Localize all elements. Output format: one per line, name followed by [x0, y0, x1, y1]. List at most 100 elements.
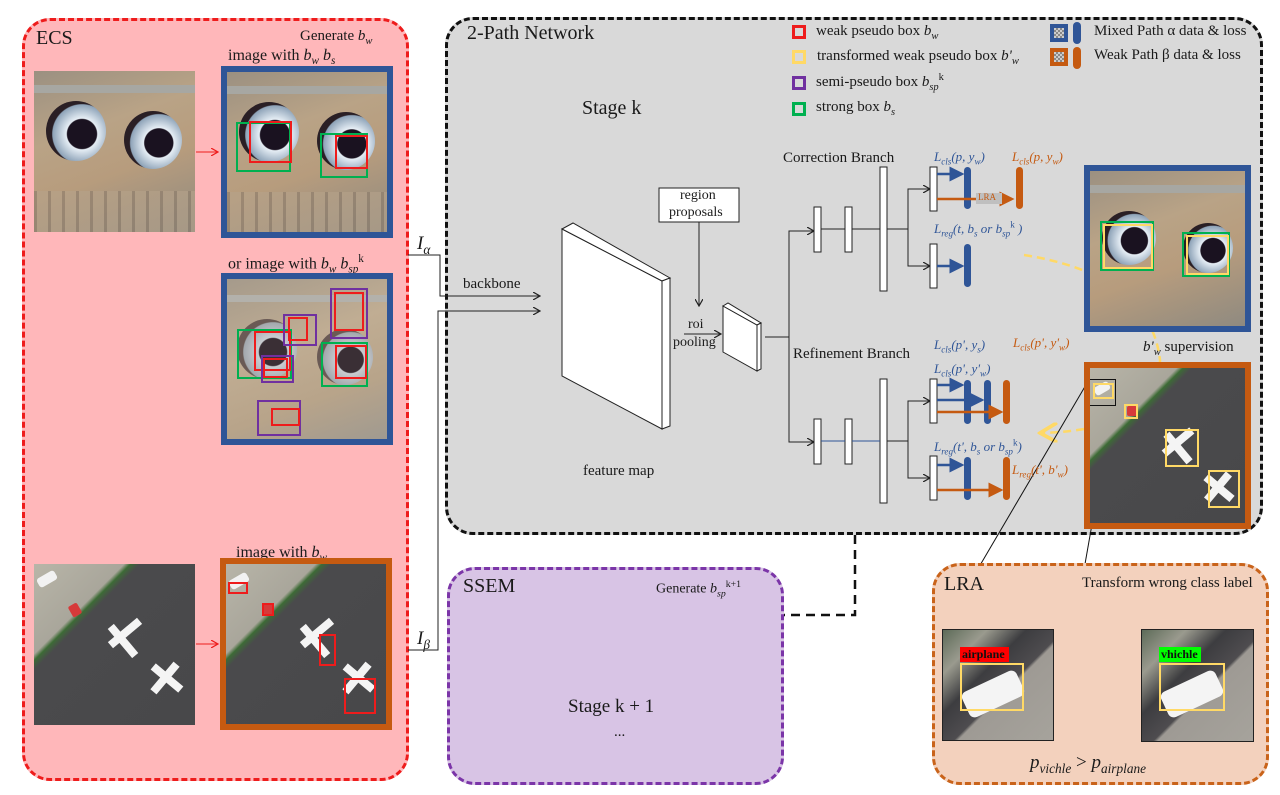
loss-bar-blue	[964, 457, 971, 500]
loss-ref-reg-blue: Lreg(t', bs or bspk)	[934, 438, 1022, 457]
i-alpha-connector	[408, 254, 540, 296]
ssem-panel	[447, 567, 784, 785]
diagram-shape	[907, 189, 930, 229]
diagram-shape	[661, 277, 671, 430]
ecs-generate-label: Generate bw	[300, 28, 373, 47]
supervision-label: b'w supervision	[1143, 339, 1234, 358]
loss-corr-cls-blue: Lcls(p, yw)	[934, 149, 985, 167]
diagram-shape	[907, 401, 930, 441]
diagram-shape	[907, 229, 930, 266]
weak-pseudo-box	[344, 678, 376, 714]
weak-pseudo-box	[288, 317, 308, 341]
satellite-image-airport-original	[34, 564, 195, 725]
transformed-weak-box	[1159, 663, 1225, 711]
weak-pseudo-box	[254, 331, 291, 371]
label-vhichle: vhichle	[1159, 647, 1201, 662]
correction-fc-1	[813, 206, 822, 253]
legend-label-transformed: transformed weak pseudo box b'w	[817, 48, 1019, 67]
legend-swatch-weak	[792, 25, 806, 39]
lra-after-image: vhichle	[1141, 629, 1254, 742]
loss-ref-cls-blue-2: Lcls(p', y'w)	[934, 361, 991, 379]
loss-ref-cls-blue-1: Lcls(p', ys)	[934, 337, 986, 355]
correction-reg-head	[929, 243, 938, 289]
i-beta-label: Iβ	[417, 628, 430, 652]
weak-pseudo-box	[271, 408, 300, 426]
label-airplane: airplane	[960, 647, 1009, 662]
weak-pseudo-box	[319, 634, 336, 666]
loss-bar-blue	[984, 380, 991, 424]
diagram-shape	[788, 337, 814, 442]
correction-cls-head	[929, 166, 938, 212]
weak-pseudo-box	[334, 292, 364, 331]
loss-bar-blue	[964, 244, 971, 287]
ssem-generate-label: Generate bspk+1	[656, 579, 742, 600]
correction-fc-2	[844, 206, 853, 253]
satellite-image-towers-original	[34, 71, 195, 232]
feature-map-front	[561, 228, 663, 430]
loss-bar-blue	[964, 167, 971, 209]
lra-before-image: airplane	[942, 629, 1054, 741]
weak-pseudo-box	[263, 358, 288, 378]
feature-map-label: feature map	[583, 463, 655, 479]
strong-box	[1100, 221, 1154, 271]
network-title: 2-Path Network	[467, 22, 595, 44]
roi-pooling-line2: pooling	[673, 335, 716, 350]
legend-weak-path: Weak Path β data & loss	[1094, 47, 1241, 63]
ssem-ellipsis: ...	[614, 724, 626, 740]
semi-pseudo-box	[261, 355, 294, 383]
loss-corr-cls-orange: Lcls(p, yw)	[1012, 149, 1063, 167]
region-proposals-line2: proposals	[669, 205, 723, 220]
legend-swatch-strong	[792, 102, 806, 116]
refinement-cls-head	[929, 378, 938, 424]
ecs-image1-caption: image with bw bs	[228, 47, 336, 68]
semi-pseudo-box	[257, 400, 301, 436]
satellite-image-airport-supervision	[1090, 368, 1245, 523]
strong-box	[321, 342, 368, 387]
refinement-branch-label: Refinement Branch	[793, 346, 911, 362]
mixed-path-loss-icon	[1073, 22, 1081, 44]
ssem-title: SSEM	[463, 575, 516, 597]
zoom-region	[1090, 379, 1116, 406]
i-alpha-label: Iα	[417, 233, 431, 257]
strong-box	[1182, 232, 1230, 277]
legend-label-strong: strong box bs	[816, 99, 896, 118]
backbone-label: backbone	[463, 276, 521, 292]
satellite-image-towers-bw-bs	[227, 72, 387, 232]
correction-fc-3	[879, 166, 888, 292]
diagram-shape	[756, 322, 762, 372]
legend-swatch-semi	[792, 76, 806, 90]
transformed-weak-box	[1103, 224, 1153, 269]
loss-corr-reg-blue: Lreg(t, bs or bspk )	[934, 220, 1023, 239]
region-proposals-line1: region	[680, 188, 716, 203]
lra-title: LRA	[944, 573, 984, 595]
transformed-weak-box	[960, 663, 1024, 711]
strong-box	[237, 329, 292, 379]
i-beta-connector	[408, 311, 540, 651]
weak-path-loss-icon	[1073, 47, 1081, 69]
correction-branch-label: Correction Branch	[783, 150, 895, 166]
weak-path-data-icon	[1050, 48, 1068, 66]
refinement-fc-3	[879, 378, 888, 504]
weak-pseudo-box	[335, 135, 368, 169]
loss-ref-cls-orange: Lcls(p', y'w)	[1013, 335, 1070, 353]
legend-label-weak: weak pseudo box bw	[816, 23, 939, 42]
weak-pseudo-box	[249, 121, 292, 163]
transformed-weak-box	[1093, 383, 1114, 399]
satellite-image-towers-bw-bsp	[227, 279, 387, 439]
refinement-reg-head	[929, 455, 938, 501]
transformed-weak-box	[1165, 429, 1199, 467]
weak-pseudo-box	[262, 603, 274, 616]
loss-ref-reg-orange: Lreg(t', b'w)	[1012, 462, 1068, 480]
refinement-fc-1	[813, 418, 822, 465]
lra-subtitle: Transform wrong class label	[1082, 575, 1253, 591]
lra-formula: pvichle > pairplane	[1030, 752, 1147, 776]
ecs-image2-caption: or image with bw bspk	[228, 253, 364, 276]
transformed-weak-box	[1208, 470, 1240, 508]
loss-bar-orange	[1016, 167, 1023, 209]
weak-pseudo-box	[228, 582, 248, 594]
diagram-shape	[788, 231, 814, 337]
roi-pooling-line1: roi	[688, 317, 704, 332]
semi-pseudo-box	[283, 314, 317, 346]
satellite-image-towers-supervision	[1090, 171, 1245, 326]
